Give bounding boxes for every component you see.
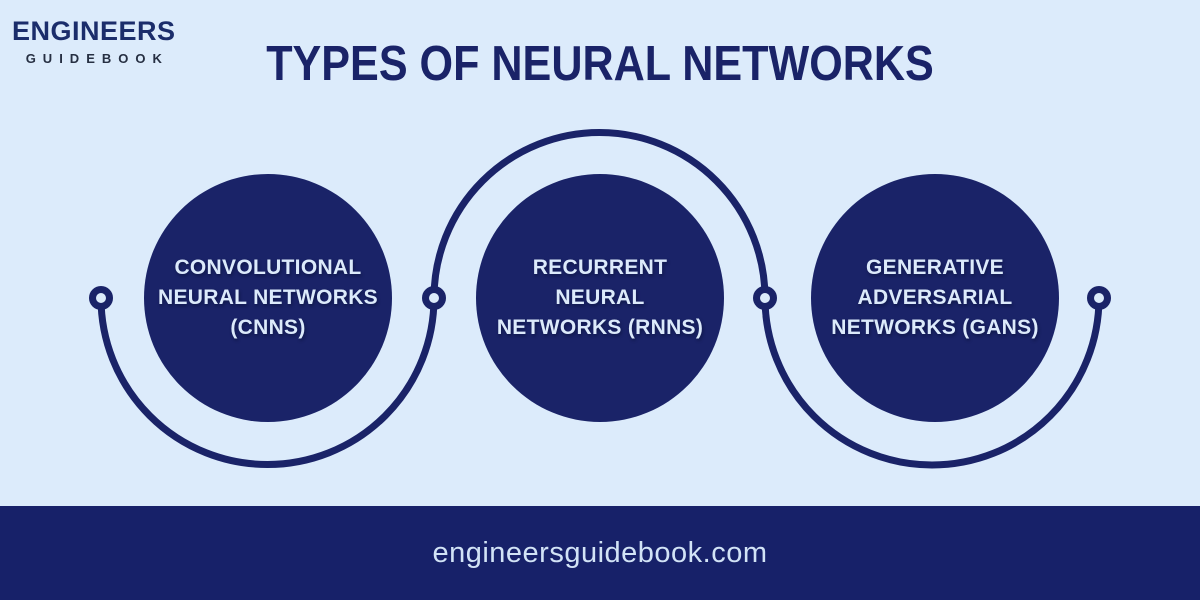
node-rnn-label: RECURRENT NEURAL NETWORKS (RNNS) — [476, 253, 724, 342]
connector-ring-icon — [89, 286, 113, 310]
node-gan-label-line: GENERATIVE — [866, 256, 1004, 280]
connector-path — [97, 129, 1103, 469]
brand-name: ENGINEERS — [12, 16, 176, 46]
node-gan-label-line: ADVERSARIAL — [857, 286, 1013, 310]
node-cnn-label-line: NEURAL NETWORKS — [158, 286, 378, 310]
node-gan-label-line: NETWORKS (GANS) — [831, 315, 1039, 339]
connector-ring-icon — [753, 286, 777, 310]
page-title: TYPES OF NEURAL NETWORKS — [266, 37, 934, 91]
node-gan: GENERATIVE ADVERSARIAL NETWORKS (GANS) — [811, 174, 1059, 422]
node-rnn-label-line: RECURRENT NEURAL — [532, 256, 668, 310]
node-rnn: RECURRENT NEURAL NETWORKS (RNNS) — [476, 174, 724, 422]
footer-bar: engineersguidebook.com — [0, 506, 1200, 600]
node-gan-label: GENERATIVE ADVERSARIAL NETWORKS (GANS) — [817, 253, 1053, 342]
connector-ring-icon — [1087, 286, 1111, 310]
node-cnn: CONVOLUTIONAL NEURAL NETWORKS (CNNS) — [144, 174, 392, 422]
footer-website-url: engineersguidebook.com — [432, 536, 768, 569]
node-rnn-label-line: NETWORKS (RNNS) — [496, 315, 704, 339]
connector-ring-icon — [422, 286, 446, 310]
node-cnn-label: CONVOLUTIONAL NEURAL NETWORKS (CNNS) — [144, 253, 392, 342]
node-cnn-label-line: (CNNS) — [230, 315, 306, 339]
brand-logo: ENGINEERS GUIDEBOOK — [12, 16, 176, 66]
brand-subtitle: GUIDEBOOK — [25, 51, 169, 66]
node-cnn-label-line: CONVOLUTIONAL — [174, 256, 362, 280]
